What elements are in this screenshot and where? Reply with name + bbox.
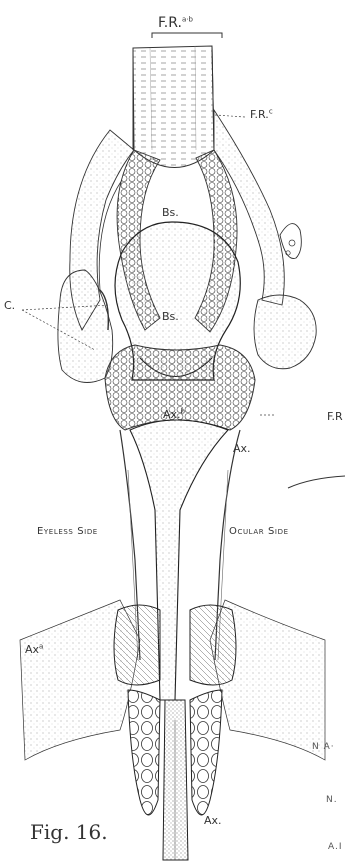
right-lateral-lobe [254, 295, 316, 369]
label-eyeless-side: Eyeless Side [37, 527, 98, 537]
label-fr-c: F.R.c [250, 109, 273, 120]
label-ax-b-text: Ax. [163, 408, 181, 421]
margin-fragment-2: N. [326, 795, 338, 805]
margin-fragment-3: A.I [328, 842, 343, 852]
left-lateral-lobe [58, 270, 113, 383]
label-ax-a-sup: a [39, 642, 43, 650]
label-bs-top: Bs. [162, 207, 179, 218]
fr-ab-bracket [152, 33, 222, 38]
label-fr-c-sup: c [269, 107, 273, 115]
label-ocular-side: Ocular Side [229, 527, 289, 537]
label-fr-right: F.R [327, 411, 343, 422]
fin-ray-column [133, 46, 214, 168]
label-fr-ab: F.R.a·b [158, 16, 193, 30]
label-ax-b: Ax.b [163, 409, 185, 420]
label-ax-a-text: Ax [25, 643, 39, 656]
label-fr-c-text: F.R. [250, 108, 269, 121]
label-fr-ab-sup: a·b [182, 15, 193, 23]
label-bs-mid: Bs. [162, 311, 179, 322]
figure-caption: Fig. 16. [30, 820, 108, 844]
label-ax-a: Axa [25, 644, 43, 655]
label-fr-ab-text: F.R. [158, 15, 182, 31]
label-ax-b-sup: b [181, 407, 185, 415]
axonost-stem [163, 700, 188, 860]
label-ax-right: Ax. [233, 443, 251, 454]
ocular-side-contour [288, 476, 345, 488]
label-c: C. [4, 300, 15, 311]
label-ax-bottom: Ax. [204, 815, 222, 826]
margin-fragment-1: N A· [312, 742, 335, 752]
